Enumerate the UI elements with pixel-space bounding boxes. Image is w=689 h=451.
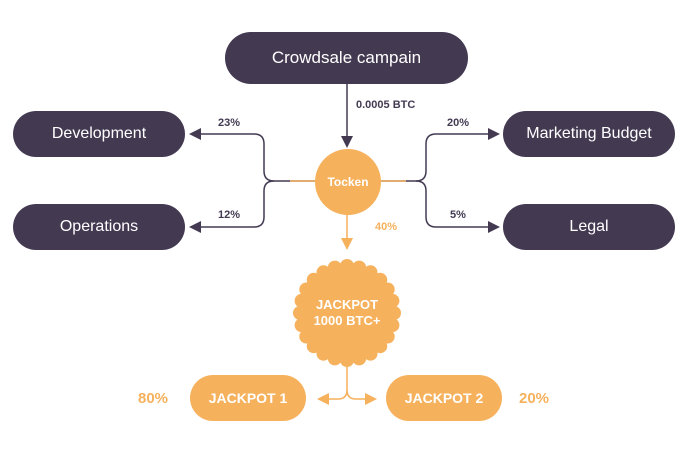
jackpot1-node: JACKPOT 1	[190, 375, 306, 421]
badge-scallop	[363, 346, 378, 361]
edge-token-marketing	[381, 128, 500, 182]
edge-label-jackpot: 40%	[375, 221, 398, 233]
badge-scallop	[352, 351, 367, 366]
badge-scallop	[316, 346, 331, 361]
edge-token-operations	[189, 180, 275, 233]
badge-scallop	[306, 339, 321, 354]
badge-scallop	[373, 272, 388, 287]
badge-scallop	[340, 353, 354, 367]
badge-scallop	[299, 329, 314, 344]
token-node: Tocken	[315, 149, 381, 215]
badge-scallop	[327, 351, 342, 366]
edge-label-operations: 12%	[218, 209, 241, 221]
jackpot2-percent: 20%	[519, 390, 550, 407]
badge-scallop	[387, 306, 401, 320]
marketing-node: Marketing Budget	[503, 111, 675, 157]
legal-node: Legal	[503, 204, 675, 250]
jackpot2-node: JACKPOT 2	[386, 375, 502, 421]
marketing-label: Marketing Budget	[526, 125, 652, 142]
badge-scallop	[352, 260, 367, 275]
badge-scallop	[316, 265, 331, 280]
edge-label-development: 23%	[218, 117, 241, 129]
edge-token-legal	[415, 180, 500, 233]
badge-scallop	[380, 282, 395, 297]
badge-scallop	[373, 339, 388, 354]
badge-scallop	[363, 265, 378, 280]
edge-token-development	[189, 128, 315, 182]
badge-scallop	[327, 260, 342, 275]
edge-label-marketing: 20%	[447, 117, 470, 129]
token-label: Tocken	[327, 175, 369, 189]
jackpot-main-line1: JACKPOT	[315, 297, 379, 312]
development-node: Development	[13, 111, 185, 157]
jackpot1-label: JACKPOT 1	[208, 390, 288, 406]
badge-scallop	[294, 318, 309, 333]
development-label: Development	[51, 125, 147, 142]
campaign-node: Crowdsale campain	[225, 32, 468, 84]
edge-label-legal: 5%	[450, 209, 466, 221]
badge-scallop	[294, 293, 309, 308]
badge-scallop	[306, 272, 321, 287]
badge-scallop	[385, 293, 400, 308]
edge-jackpot-split	[317, 364, 348, 405]
jackpot-badge	[293, 259, 401, 367]
operations-node: Operations	[13, 204, 185, 250]
jackpot2-label: JACKPOT 2	[404, 390, 484, 406]
edge-label-campaign: 0.0005 BTC	[356, 99, 416, 111]
badge-scallop	[293, 306, 307, 320]
badge-scallop	[340, 259, 354, 273]
jackpot1-percent: 80%	[138, 390, 169, 407]
badge-scallop	[299, 282, 314, 297]
campaign-label: Crowdsale campain	[271, 48, 422, 67]
badge-scallop	[385, 318, 400, 333]
jackpot-main-line2: 1000 BTC+	[313, 313, 381, 328]
badge-scallop	[380, 329, 395, 344]
legal-label: Legal	[569, 218, 609, 235]
operations-label: Operations	[59, 218, 139, 235]
